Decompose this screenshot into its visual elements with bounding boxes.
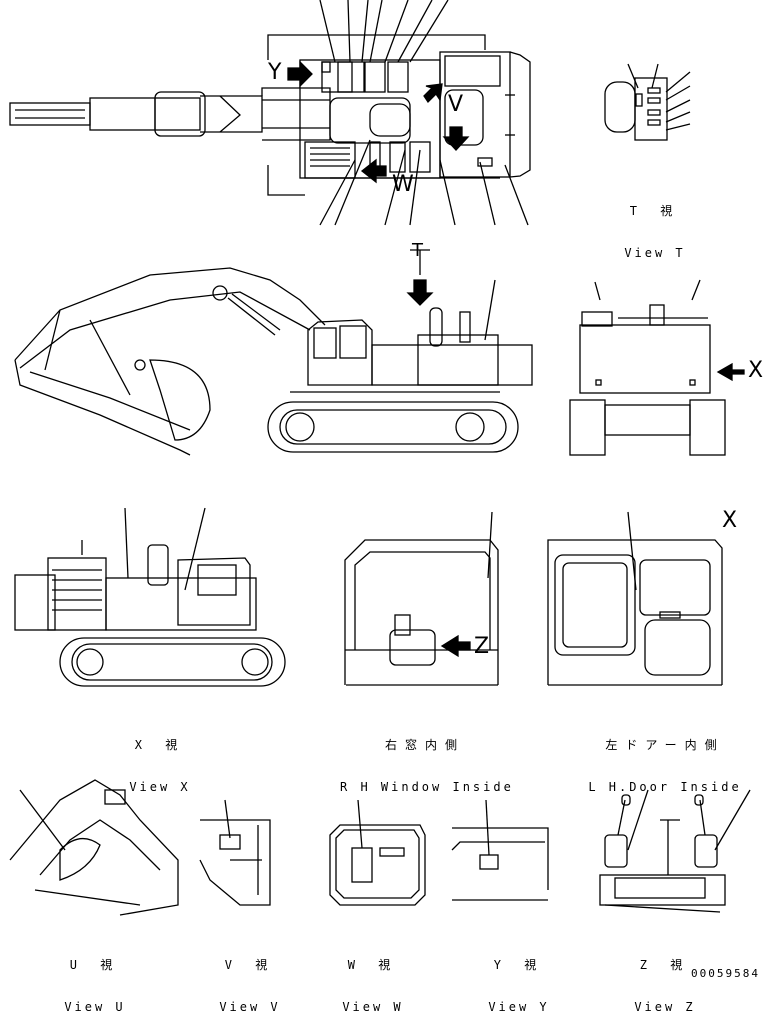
view-v-drawing (199, 799, 271, 906)
caption-view-u-en: View U (64, 1000, 126, 1014)
view-y-drawing (451, 799, 549, 901)
caption-rh-window: 右窓内側 R H Window Inside (340, 710, 514, 808)
view-x-drawing (14, 507, 286, 687)
marker-w: W (392, 172, 414, 197)
caption-view-w: W 視 View W (318, 930, 428, 1028)
caption-view-t-jp: T 視 (629, 204, 681, 218)
caption-view-v: V 視 View V (200, 930, 300, 1028)
marker-v: V (448, 92, 464, 117)
caption-view-u-jp: U 視 (69, 958, 121, 972)
caption-view-y-jp: Y 視 (493, 958, 545, 972)
caption-view-w-jp: W 視 (347, 958, 399, 972)
document-number: 00059584 (691, 967, 760, 980)
view-u-drawing (9, 779, 179, 916)
view-w-drawing (329, 799, 426, 906)
caption-lh-door-jp: 左ドアー内側 (605, 738, 725, 752)
lh-door-inside-drawing (547, 511, 723, 686)
caption-view-w-en: View W (342, 1000, 404, 1014)
marker-y: Y (268, 60, 282, 85)
marker-z: Z (474, 634, 490, 659)
caption-rh-window-en: R H Window Inside (340, 780, 514, 794)
caption-view-x-jp: X 視 (134, 738, 186, 752)
rh-window-inside-drawing (344, 511, 499, 686)
caption-view-t: T 視 View T (600, 176, 710, 274)
caption-rh-window-jp: 右窓内側 (384, 738, 465, 752)
caption-view-y: Y 視 View Y (464, 930, 574, 1028)
top-view-excavator (9, 0, 531, 226)
caption-lh-door: 左ドアー内側 L H.Door Inside (575, 710, 755, 808)
caption-view-x: X 視 View X (100, 710, 220, 808)
view-t-drawing (604, 63, 691, 141)
view-z-drawing (599, 789, 751, 913)
caption-view-y-en: View Y (488, 1000, 550, 1014)
marker-x: X (748, 358, 764, 383)
diagram-artwork (9, 0, 751, 916)
caption-view-z-en: View Z (634, 1000, 696, 1014)
caption-view-z-jp: Z 視 (639, 958, 691, 972)
marker-x-door: X (722, 508, 738, 533)
caption-view-v-en: View V (219, 1000, 281, 1014)
side-view-excavator (14, 249, 533, 456)
caption-lh-door-en: L H.Door Inside (588, 780, 742, 794)
caption-view-u: U 視 View U (40, 930, 150, 1028)
marker-t: T (412, 240, 423, 261)
rear-view-excavator (569, 279, 745, 456)
caption-view-v-jp: V 視 (224, 958, 276, 972)
caption-view-t-en: View T (624, 246, 686, 260)
caption-view-x-en: View X (129, 780, 191, 794)
